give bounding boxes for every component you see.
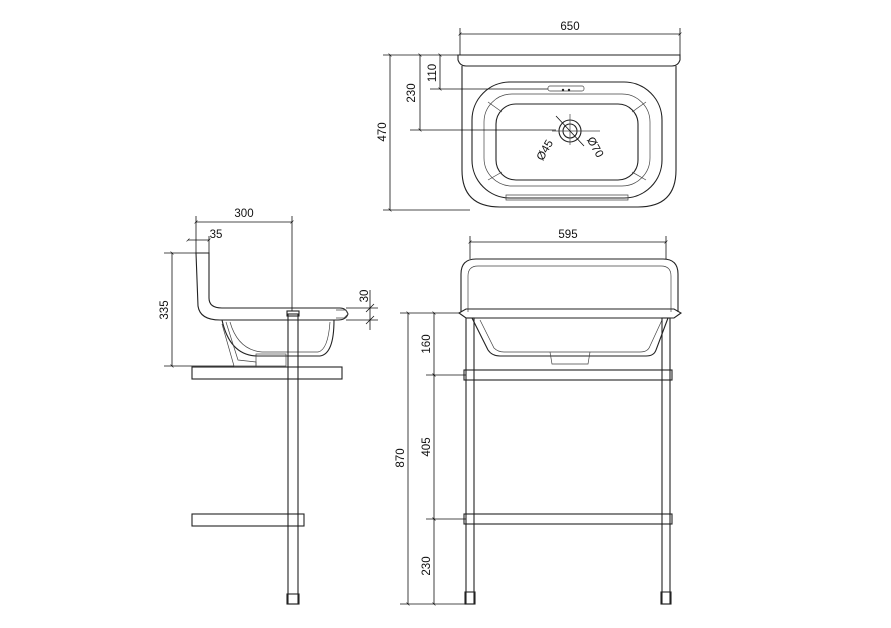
side-shelf-top — [191, 366, 343, 380]
dim-top-depth: 470 — [377, 122, 389, 141]
plan-bowl — [495, 103, 639, 181]
plan-back-plate — [457, 54, 681, 67]
dim-side-rim: 30 — [359, 290, 371, 303]
front-bowl — [471, 317, 669, 357]
dim-side-depth: 300 — [234, 208, 253, 220]
plan-rim-outer — [471, 81, 663, 199]
front-shelf-bottom — [463, 513, 673, 525]
plan-outer-outline — [461, 66, 677, 208]
dim-front-bottom: 230 — [421, 556, 433, 575]
dim-side-height: 335 — [159, 300, 171, 319]
front-towel-rail — [460, 258, 679, 312]
side-shelf-bottom — [191, 513, 305, 527]
dim-waste-outer-dia: Ø70 — [584, 135, 605, 160]
side-view: 300 35 335 30 — [159, 208, 378, 605]
dim-side-upstand: 35 — [210, 229, 223, 241]
dim-top-to-waste: 230 — [406, 83, 418, 102]
side-bowl — [221, 319, 335, 357]
dim-front-basin: 160 — [421, 334, 433, 353]
side-upstand — [195, 252, 349, 321]
front-view: 595 870 160 405 230 — [395, 229, 683, 606]
overflow-slot — [547, 85, 585, 92]
front-leg-left — [465, 317, 475, 605]
side-leg — [287, 313, 299, 605]
dim-front-shelf-gap: 405 — [421, 437, 433, 456]
dim-front-width: 595 — [558, 229, 577, 241]
plan-view: 650 470 230 110 Ø45 Ø70 — [377, 21, 682, 212]
dim-top-to-taphole: 110 — [427, 64, 439, 82]
dim-front-total: 870 — [395, 448, 407, 467]
dim-top-width: 650 — [560, 21, 579, 33]
plan-rim-middle — [483, 93, 651, 187]
front-leg-right — [661, 317, 671, 605]
dim-waste-dia: Ø45 — [535, 138, 556, 163]
front-shelf-top — [463, 369, 673, 381]
front-rim — [457, 308, 683, 319]
